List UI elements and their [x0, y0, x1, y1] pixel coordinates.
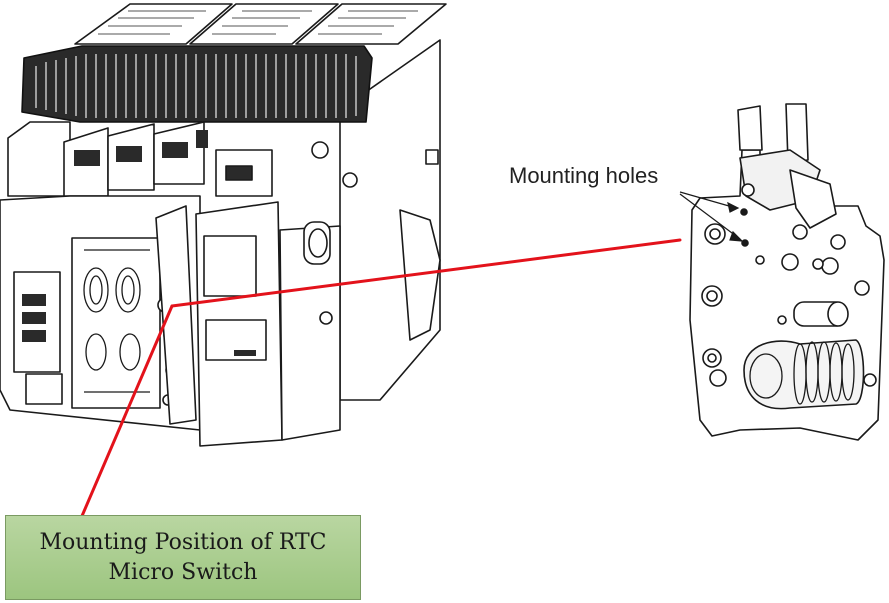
leader-lines	[80, 238, 682, 518]
detail-linkage	[737, 103, 837, 240]
callout-line-1: Mounting Position of RTC	[39, 529, 327, 555]
leader-line-to-detail	[170, 238, 682, 308]
operating-mechanism	[71, 237, 179, 409]
terminal-strip	[21, 45, 373, 123]
circuit-breaker-drawing	[0, 3, 447, 447]
mechanism-plate-detail-drawing	[689, 103, 885, 441]
rtc-micro-switch-callout: Mounting Position of RTC Micro Switch	[5, 515, 361, 600]
mounting-holes-label: Mounting holes	[509, 163, 659, 188]
arc-chute-covers	[74, 3, 447, 45]
mounting-holes-pointers	[679, 191, 744, 242]
leader-line-to-callout	[80, 304, 174, 518]
detail-spring	[743, 339, 865, 410]
accessory-modules	[7, 121, 358, 197]
callout-line-2: Micro Switch	[108, 559, 258, 585]
detail-bolts	[701, 223, 877, 387]
front-cover	[195, 201, 341, 447]
detail-shaft-cam	[781, 253, 849, 327]
mounting-hole-markers	[740, 208, 749, 247]
side-mounting-plate	[155, 205, 197, 425]
